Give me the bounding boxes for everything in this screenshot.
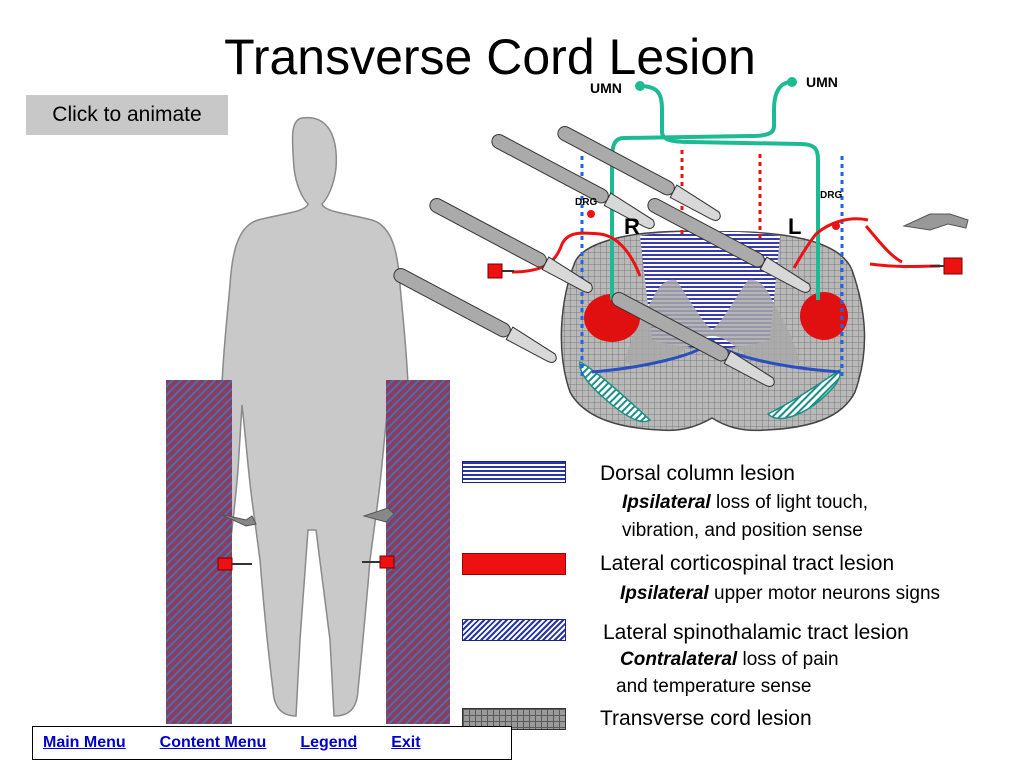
animate-button[interactable]: Click to animate [26, 95, 228, 135]
human-body-figure [166, 116, 450, 724]
scalpel-icon [647, 197, 811, 293]
spinothalamic-swatch [462, 619, 566, 641]
tuning-fork-icon [219, 513, 257, 527]
right-leg-deficit-hatch [386, 380, 450, 724]
tuning-fork-icon [362, 507, 395, 523]
gray-matter [624, 279, 800, 366]
scalpel-icon [429, 197, 593, 293]
side-right-label: R [624, 214, 640, 239]
legend-transverse-title: Transverse cord lesion [600, 707, 812, 730]
right-spinothalamic-tract [579, 360, 652, 423]
drg-right-label: DRG [820, 190, 842, 201]
content-menu-link[interactable]: Content Menu [159, 734, 267, 751]
dorsal-column-swatch [462, 461, 566, 483]
umn-tracts [610, 80, 820, 300]
drg-left-node [832, 222, 840, 230]
legend-stt-desc: Contralateral loss of pain [620, 649, 839, 670]
legend-cst-title: Lateral corticospinal tract lesion [600, 552, 895, 575]
nav-bar: Main Menu Content Menu Legend Exit [32, 726, 512, 760]
legend-link[interactable]: Legend [300, 734, 358, 751]
umn-left-label: UMN [590, 80, 622, 96]
left-leg-deficit-hatch [166, 380, 232, 724]
legend-dorsal-desc: Ipsilateral loss of light touch, [622, 492, 869, 513]
legend-dorsal-title: Dorsal column lesion [600, 462, 795, 485]
exit-link[interactable]: Exit [391, 734, 421, 751]
left-spinothalamic-tract [766, 368, 841, 420]
pin-icon [362, 555, 395, 569]
crossing-fibers [591, 337, 841, 374]
pin-icon [930, 257, 963, 275]
legend-stt-title: Lateral spinothalamic tract lesion [603, 621, 909, 644]
left-corticospinal-tract [800, 292, 848, 340]
legend-cst-desc: Ipsilateral upper motor neurons signs [620, 583, 941, 604]
scalpel-icon [557, 125, 721, 221]
pin-icon [217, 557, 252, 571]
scalpel-icon [611, 291, 775, 387]
scalpel-icon [393, 267, 557, 363]
pin-icon [487, 263, 514, 279]
legend-dorsal-desc-2: vibration, and position sense [622, 520, 863, 541]
drg-right-node [587, 210, 595, 218]
page-title: Transverse Cord Lesion [224, 29, 756, 85]
transverse-swatch [462, 708, 566, 730]
drg-left-label: DRG [575, 197, 597, 208]
main-menu-link[interactable]: Main Menu [43, 734, 126, 751]
umn-left-node [635, 81, 645, 91]
umn-right-label: UMN [806, 74, 838, 90]
corticospinal-swatch [462, 553, 566, 575]
tuning-fork-icon [902, 213, 969, 231]
scalpel-icon [491, 133, 655, 229]
umn-right-node [787, 77, 797, 87]
legend-stt-desc-2: and temperature sense [616, 676, 812, 697]
body-silhouette [209, 116, 421, 717]
side-left-label: L [788, 214, 801, 239]
